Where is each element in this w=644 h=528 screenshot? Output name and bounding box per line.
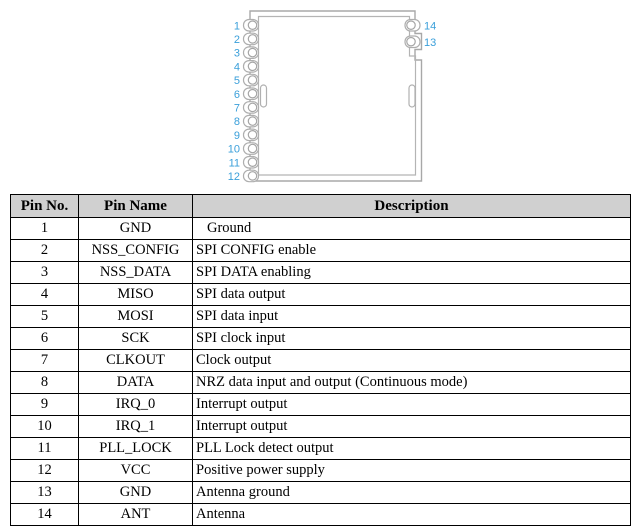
table-row: 10 IRQ_1 Interrupt output <box>10 415 631 438</box>
cell-pin-no: 1 <box>10 217 79 240</box>
table-row: 7 CLKOUT Clock output <box>10 349 631 372</box>
table-row: 11 PLL_LOCK PLL Lock detect output <box>10 437 631 460</box>
pin-label-12: 12 <box>228 171 240 183</box>
table-row: 2 NSS_CONFIG SPI CONFIG enable <box>10 239 631 262</box>
cell-pin-name: IRQ_1 <box>78 415 193 438</box>
cell-pin-no: 4 <box>10 283 79 306</box>
cell-pin-no: 7 <box>10 349 79 372</box>
cell-description: Interrupt output <box>192 393 631 416</box>
cell-description: SPI clock input <box>192 327 631 350</box>
table-row: 6 SCK SPI clock input <box>10 327 631 350</box>
module-drawing-svg: 1 2 3 4 5 6 7 8 9 10 11 12 14 13 <box>228 10 436 183</box>
cell-description: SPI CONFIG enable <box>192 239 631 262</box>
table-row: 13 GND Antenna ground <box>10 481 631 504</box>
cell-description: NRZ data input and output (Continuous mo… <box>192 371 631 394</box>
cell-pin-name: GND <box>78 217 193 240</box>
pin-label-5: 5 <box>234 75 240 87</box>
cell-description: Interrupt output <box>192 415 631 438</box>
pin-label-6: 6 <box>234 89 240 101</box>
cell-pin-no: 14 <box>10 503 79 526</box>
right-pin-pads <box>404 18 421 49</box>
cell-pin-no: 12 <box>10 459 79 482</box>
cell-description: SPI DATA enabling <box>192 261 631 284</box>
pin-description-table-container: Pin No. Pin Name Description 1 GND Groun… <box>10 194 631 526</box>
cell-pin-no: 11 <box>10 437 79 460</box>
cell-pin-no: 2 <box>10 239 79 262</box>
column-header-pin-no: Pin No. <box>10 194 79 218</box>
cell-pin-no: 13 <box>10 481 79 504</box>
cell-pin-no: 3 <box>10 261 79 284</box>
pin-label-10: 10 <box>228 144 240 156</box>
cell-pin-name: NSS_DATA <box>78 261 193 284</box>
table-row: 3 NSS_DATA SPI DATA enabling <box>10 261 631 284</box>
left-slot-notch <box>259 84 268 108</box>
column-header-description: Description <box>192 194 631 218</box>
pin-label-11: 11 <box>229 157 240 169</box>
cell-pin-name: MISO <box>78 283 193 306</box>
right-pin-number-labels: 14 13 <box>424 20 436 49</box>
left-pin-pads <box>242 18 260 183</box>
cell-pin-name: CLKOUT <box>78 349 193 372</box>
pin-label-1: 1 <box>234 20 240 32</box>
cell-description: SPI data input <box>192 305 631 328</box>
left-pin-number-labels: 1 2 3 4 5 6 7 8 9 10 11 12 <box>228 20 240 183</box>
cell-pin-name: IRQ_0 <box>78 393 193 416</box>
pin-label-14: 14 <box>424 20 436 32</box>
table-row: 12 VCC Positive power supply <box>10 459 631 482</box>
table-row: 4 MISO SPI data output <box>10 283 631 306</box>
pin-description-table: Pin No. Pin Name Description 1 GND Groun… <box>10 194 631 526</box>
board-outer-outline <box>249 10 423 182</box>
cell-description: Clock output <box>192 349 631 372</box>
pin-label-13: 13 <box>424 37 436 49</box>
module-pinout-diagram: 1 2 3 4 5 6 7 8 9 10 11 12 14 13 <box>0 0 644 192</box>
cell-description: Positive power supply <box>192 459 631 482</box>
table-row: 1 GND Ground <box>10 217 631 240</box>
cell-pin-name: PLL_LOCK <box>78 437 193 460</box>
pin-label-9: 9 <box>234 130 240 142</box>
cell-pin-no: 9 <box>10 393 79 416</box>
cell-description: Ground <box>192 217 631 240</box>
cell-description: Antenna <box>192 503 631 526</box>
table-row: 9 IRQ_0 Interrupt output <box>10 393 631 416</box>
table-row: 14 ANT Antenna <box>10 503 631 526</box>
table-header-row: Pin No. Pin Name Description <box>10 194 631 218</box>
cell-pin-no: 8 <box>10 371 79 394</box>
cell-description: SPI data output <box>192 283 631 306</box>
cell-pin-name: NSS_CONFIG <box>78 239 193 262</box>
table-row: 5 MOSI SPI data input <box>10 305 631 328</box>
cell-pin-no: 6 <box>10 327 79 350</box>
cell-pin-no: 10 <box>10 415 79 438</box>
cell-pin-name: MOSI <box>78 305 193 328</box>
pin-label-8: 8 <box>234 116 240 128</box>
cell-pin-name: VCC <box>78 459 193 482</box>
table-row: 8 DATA NRZ data input and output (Contin… <box>10 371 631 394</box>
pin-label-3: 3 <box>234 48 240 60</box>
right-slot-notch <box>408 84 416 108</box>
pin-label-7: 7 <box>234 103 240 115</box>
pin-label-2: 2 <box>234 34 240 46</box>
cell-pin-name: GND <box>78 481 193 504</box>
cell-pin-name: DATA <box>78 371 193 394</box>
pin-label-4: 4 <box>234 61 240 73</box>
cell-description: Antenna ground <box>192 481 631 504</box>
cell-pin-name: SCK <box>78 327 193 350</box>
cell-description: PLL Lock detect output <box>192 437 631 460</box>
cell-pin-no: 5 <box>10 305 79 328</box>
cell-pin-name: ANT <box>78 503 193 526</box>
column-header-pin-name: Pin Name <box>78 194 193 218</box>
